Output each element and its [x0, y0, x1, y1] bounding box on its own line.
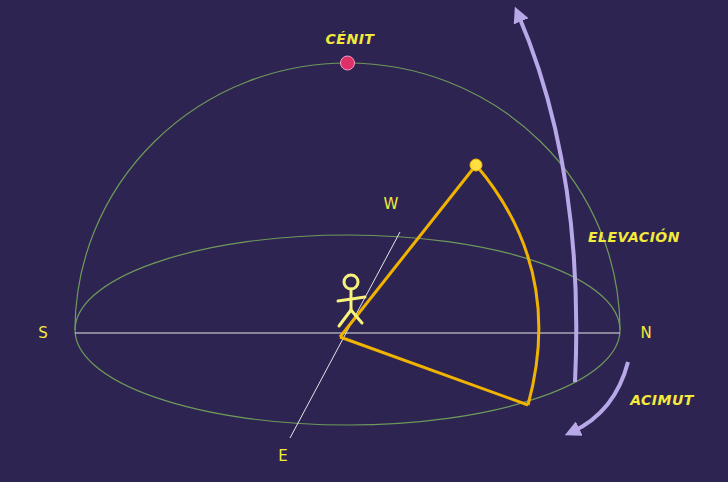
sun-ray [340, 165, 476, 337]
sun-dot [470, 159, 482, 171]
azimuth-ray [340, 337, 528, 405]
azimuth-label: ACIMUT [630, 393, 694, 408]
east-label: E [278, 448, 287, 465]
azimuth-arrow [572, 362, 628, 432]
south-label: S [38, 325, 48, 342]
west-label: W [384, 196, 399, 213]
north-label: N [640, 325, 651, 342]
observer-figure [338, 275, 365, 326]
elevation-label: ELEVACIÓN [588, 230, 680, 245]
elevation-arc [476, 165, 539, 405]
zenith-dot [341, 56, 355, 70]
zenith-label: CÉNIT [326, 32, 375, 47]
east-west-line [290, 232, 400, 438]
dome-arc [75, 63, 620, 330]
elevation-arrow [518, 14, 576, 382]
